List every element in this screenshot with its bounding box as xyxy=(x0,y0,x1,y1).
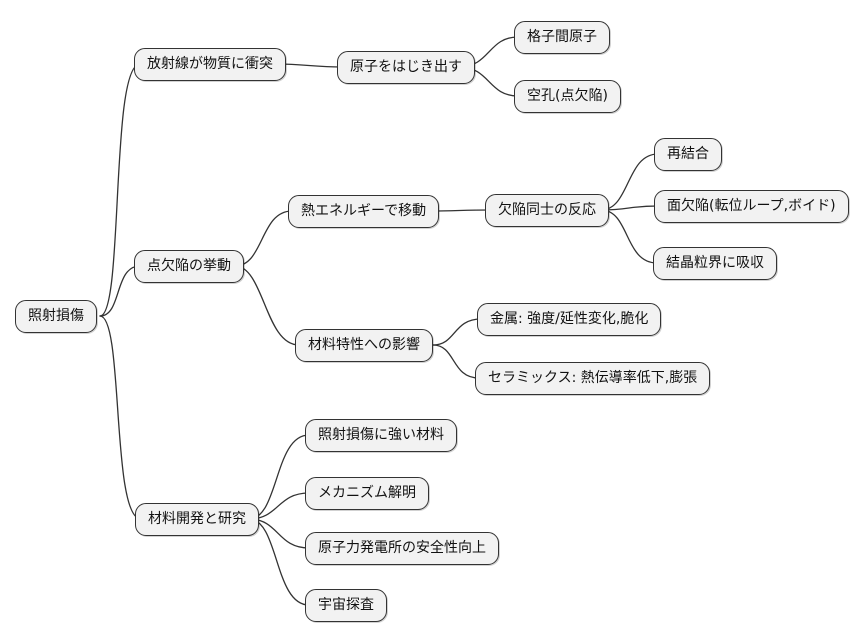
node-mechanism: メカニズム解明 xyxy=(305,477,429,510)
node-point-defect-behavior: 点欠陥の挙動 xyxy=(134,250,244,283)
node-material-properties: 材料特性への影響 xyxy=(295,329,433,362)
node-nuclear-safety: 原子力発電所の安全性向上 xyxy=(305,532,499,565)
node-root: 照射損傷 xyxy=(15,300,97,333)
node-grain-boundary: 結晶粒界に吸収 xyxy=(653,247,777,280)
node-material-research: 材料開発と研究 xyxy=(135,503,259,536)
node-space-exploration: 宇宙探査 xyxy=(305,589,387,622)
node-thermal-migration: 熱エネルギーで移動 xyxy=(288,195,440,228)
node-metal-effects: 金属: 強度/延性変化,脆化 xyxy=(477,303,662,336)
edge-root-collision xyxy=(99,63,141,317)
edge-collision-knockout xyxy=(277,63,342,68)
edge-reaction-recombine xyxy=(600,153,659,211)
node-defect-reaction: 欠陥同士の反応 xyxy=(485,194,609,227)
node-recombination: 再結合 xyxy=(654,138,722,171)
node-planar-defect: 面欠陥(転位ループ,ボイド) xyxy=(654,190,849,223)
edge-root-research xyxy=(99,315,142,520)
node-vacancy: 空孔(点欠陥) xyxy=(514,80,621,113)
node-knockout-atoms: 原子をはじき出す xyxy=(337,51,475,84)
edge-material-ceramic xyxy=(432,344,480,379)
edge-reaction-boundary xyxy=(600,209,658,264)
node-interstitial-atom: 格子間原子 xyxy=(514,21,610,54)
node-resistant-materials: 照射損傷に強い材料 xyxy=(305,419,457,452)
edge-defect-material xyxy=(234,265,300,346)
edge-research-resistant xyxy=(248,434,310,520)
node-ceramic-effects: セラミックス: 熱伝導率低下,膨張 xyxy=(475,362,711,395)
edge-reaction-planar xyxy=(600,205,659,211)
edge-research-space xyxy=(248,518,310,606)
edge-thermal-reaction xyxy=(431,209,490,212)
edge-material-metal xyxy=(432,318,482,346)
node-collision: 放射線が物質に衝突 xyxy=(134,48,286,81)
